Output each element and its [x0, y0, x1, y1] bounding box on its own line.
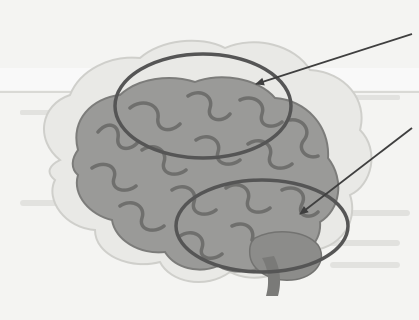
brain-figure	[0, 0, 419, 320]
